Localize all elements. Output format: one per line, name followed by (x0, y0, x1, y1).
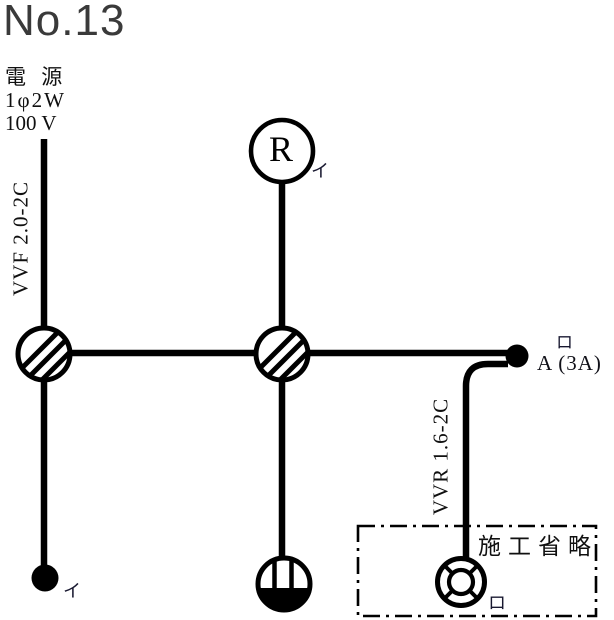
switch-single-pole-icon (31, 564, 59, 592)
power-source-voltage: 100 V (5, 111, 57, 135)
switch-auto-rating: A (3A) (537, 351, 602, 375)
fixture-r-icon (248, 117, 316, 185)
switch-auto-tag: ロ (556, 333, 573, 352)
omission-box-label: 施工省略 (478, 534, 598, 559)
switch-automatic-icon (505, 344, 529, 368)
omission-box-border (356, 524, 598, 618)
cable-label-vvf: VVF 2.0-2C (8, 181, 33, 297)
outlet-icon (255, 555, 313, 613)
fixture-r-tag: イ (311, 161, 329, 181)
lamp-tag: ロ (488, 593, 506, 613)
power-source-name: 電 源 (5, 65, 68, 89)
lamp-icon (435, 556, 487, 608)
junction-box-left-icon (15, 325, 73, 383)
page-title: No.13 (3, 0, 126, 45)
wire-switch-ro-to-lamp (462, 360, 508, 559)
power-source-phase: 1φ2W (5, 88, 66, 112)
junction-box-center-icon (253, 325, 311, 383)
cable-label-vvr: VVR 1.6-2C (428, 397, 453, 516)
power-source-label: 電 源 1φ2W 100 V (5, 66, 67, 135)
fixture-r-symbol: R (269, 129, 294, 169)
wires (40, 139, 512, 566)
switch-single-tag: イ (63, 581, 81, 601)
